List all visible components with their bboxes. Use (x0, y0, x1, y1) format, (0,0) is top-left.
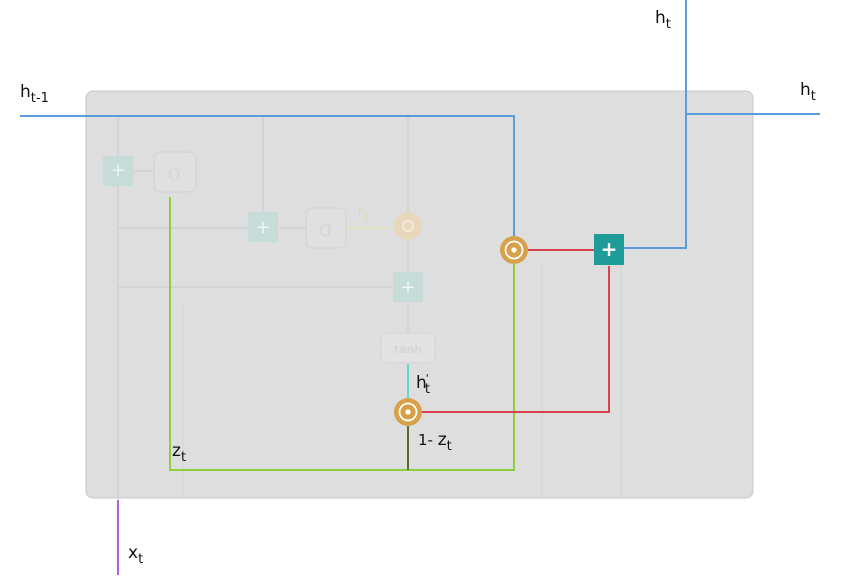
sum-line-bottom (422, 266, 610, 413)
multiply-op-bottom-ring (398, 402, 418, 422)
faded-plus-3: + (400, 277, 415, 298)
faded-sigma-box-1 (153, 151, 197, 193)
faded-tanh: tanh (394, 343, 422, 356)
label-z: zt (172, 441, 187, 465)
multiply-op-top-ring (504, 240, 524, 260)
faded-r-sub: t (365, 213, 368, 222)
faded-multiply-inner (402, 220, 414, 232)
h-prev-line (20, 115, 515, 236)
label-x-in: xt (128, 543, 144, 567)
faded-multiply-op (394, 212, 422, 240)
faded-plus-1: + (110, 160, 125, 181)
faded-plus-2: + (255, 217, 270, 238)
label-h-candidate: h't (416, 372, 430, 397)
label-one-minus-z: 1- zt (418, 430, 452, 454)
plus-op-symbol: + (601, 237, 618, 261)
faded-plus-box-2 (248, 212, 278, 242)
h-out-up-line (622, 0, 687, 249)
faded-sigma-1: σ (167, 161, 182, 186)
z-line (169, 197, 515, 471)
faded-r-label: r (358, 205, 363, 218)
label-h-top: ht (655, 8, 671, 32)
faded-sigma-2: σ (318, 217, 333, 242)
faded-sigma-box-2 (305, 207, 347, 249)
multiply-op-top-dot (511, 247, 517, 253)
faded-tanh-box (380, 332, 436, 364)
multiply-op-bottom-dot (405, 409, 411, 415)
label-h-prev: ht-1 (20, 82, 49, 106)
plus-op-box (594, 234, 624, 265)
faded-plus-box-1 (103, 156, 133, 186)
faded-plus-box-3 (393, 272, 423, 302)
label-h-right: ht (800, 80, 816, 104)
